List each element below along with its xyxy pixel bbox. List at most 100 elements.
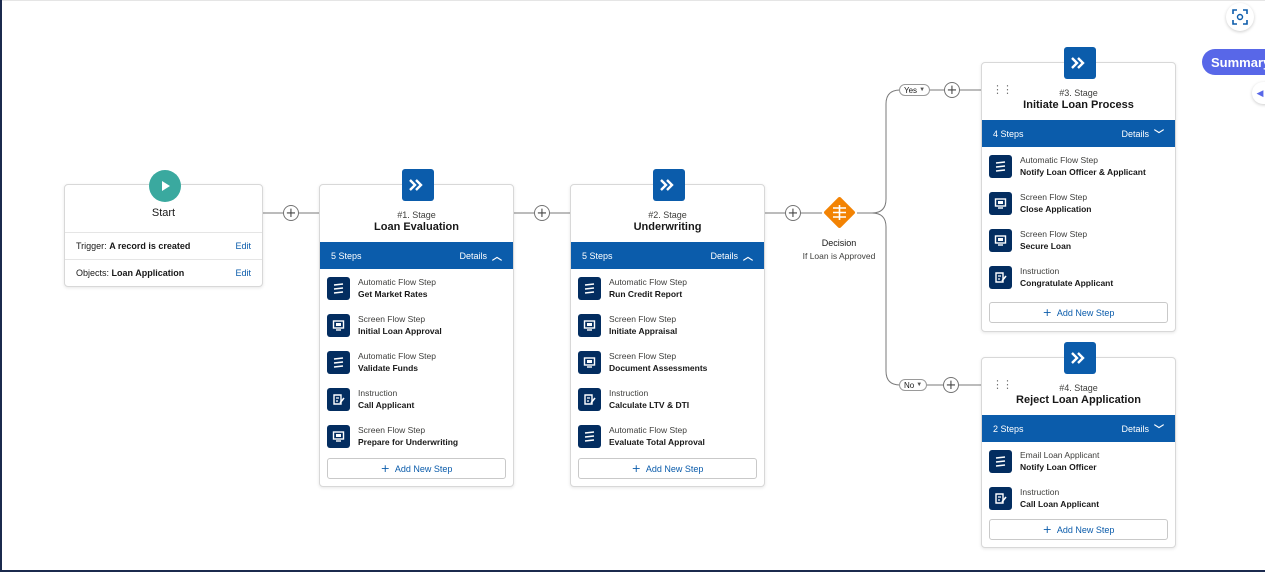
instruction-icon bbox=[989, 486, 1012, 510]
step-type: Automatic Flow Step bbox=[609, 277, 687, 287]
steps-bar: 2 Steps Details﹀ bbox=[982, 415, 1175, 442]
trigger-label: Trigger: bbox=[76, 241, 107, 251]
add-step-label: Add New Step bbox=[645, 463, 704, 474]
objects-row: Objects: Loan Application Edit bbox=[65, 259, 262, 286]
objects-label: Objects: bbox=[76, 268, 110, 278]
step-name: Notify Loan Officer & Applicant bbox=[1020, 167, 1146, 177]
add-element-button[interactable]: + bbox=[283, 205, 299, 221]
stage-icon bbox=[653, 169, 685, 201]
plus-icon: + bbox=[1042, 306, 1052, 319]
add-new-step-button[interactable]: + Add New Step bbox=[989, 302, 1168, 323]
details-toggle[interactable]: Details﹀ bbox=[1121, 126, 1164, 142]
add-element-button[interactable]: + bbox=[944, 82, 960, 98]
screen-flow-icon bbox=[989, 228, 1012, 252]
add-element-button[interactable]: + bbox=[943, 377, 959, 393]
decision-condition: If Loan is Approved bbox=[802, 251, 876, 261]
edit-objects-link[interactable]: Edit bbox=[235, 268, 251, 278]
add-step-label: Add New Step bbox=[1056, 307, 1115, 318]
screen-flow-icon bbox=[327, 424, 350, 448]
stage-number: #3. Stage bbox=[1059, 88, 1098, 98]
stage-card-2[interactable]: #2. Stage Underwriting 5 Steps Details︿ … bbox=[570, 169, 765, 487]
steps-bar: 4 Steps Details﹀ bbox=[982, 120, 1175, 147]
steps-count: 5 Steps bbox=[582, 250, 613, 261]
stage-title: Reject Loan Application bbox=[1016, 394, 1141, 406]
decision-icon[interactable] bbox=[822, 195, 857, 230]
summary-button[interactable]: Summary bbox=[1202, 49, 1265, 75]
step-name: Close Application bbox=[1020, 204, 1092, 214]
step-name: Evaluate Total Approval bbox=[609, 437, 705, 447]
steps-count: 5 Steps bbox=[331, 250, 362, 261]
step-type: Screen Flow Step bbox=[609, 351, 677, 361]
step-name: Congratulate Applicant bbox=[1020, 278, 1114, 288]
step-name: Call Loan Applicant bbox=[1020, 499, 1100, 509]
add-new-step-button[interactable]: +Add New Step bbox=[327, 458, 506, 479]
instruction-icon bbox=[578, 387, 601, 411]
stage-icon bbox=[1064, 342, 1096, 374]
step-name: Get Market Rates bbox=[358, 289, 428, 299]
add-new-step-button[interactable]: +Add New Step bbox=[578, 458, 757, 479]
left-border bbox=[0, 0, 2, 572]
stage-card-1[interactable]: #1. Stage Loan Evaluation 5 Steps Detail… bbox=[319, 169, 514, 487]
stage-card-4[interactable]: ⋮⋮ #4. Stage Reject Loan Application 2 S… bbox=[981, 342, 1176, 548]
trigger-value: A record is created bbox=[109, 241, 191, 251]
decision-label: Decision bbox=[821, 238, 857, 248]
step-type: Instruction bbox=[609, 388, 649, 398]
screen-flow-icon bbox=[327, 313, 350, 337]
steps-bar: 5 Steps Details︿ bbox=[320, 242, 513, 269]
stage-card-3[interactable]: ⋮⋮ #3. Stage Initiate Loan Process 4 Ste… bbox=[981, 47, 1176, 332]
step-name: Call Applicant bbox=[358, 400, 415, 410]
branch-yes-pill[interactable]: Yes▼ bbox=[899, 84, 931, 96]
branch-no-pill[interactable]: No▼ bbox=[899, 379, 928, 391]
step-type: Automatic Flow Step bbox=[358, 277, 436, 287]
add-step-label: Add New Step bbox=[1056, 524, 1115, 535]
step-name: Initiate Appraisal bbox=[609, 326, 678, 336]
automatic-flow-icon bbox=[327, 276, 350, 300]
automatic-flow-icon bbox=[989, 154, 1012, 178]
add-element-button[interactable]: + bbox=[785, 205, 801, 221]
top-border bbox=[0, 0, 1265, 1]
start-node[interactable]: Start Trigger: A record is created Edit … bbox=[64, 170, 263, 287]
branch-label: No bbox=[904, 380, 915, 390]
stage-icon bbox=[1064, 47, 1096, 79]
step-name: Validate Funds bbox=[358, 363, 418, 373]
step-name: Prepare for Underwriting bbox=[358, 437, 459, 447]
focus-frame-icon[interactable] bbox=[1226, 3, 1254, 31]
step-name: Run Credit Report bbox=[609, 289, 683, 299]
step-name: Document Assessments bbox=[609, 363, 708, 373]
details-toggle[interactable]: Details﹀ bbox=[1121, 421, 1164, 437]
stage-icon bbox=[402, 169, 434, 201]
step-type: Instruction bbox=[358, 388, 398, 398]
screen-flow-icon bbox=[578, 313, 601, 337]
details-toggle[interactable]: Details︿ bbox=[459, 248, 502, 264]
screen-flow-icon bbox=[578, 350, 601, 374]
drag-handle-icon[interactable]: ⋮⋮ bbox=[992, 84, 1013, 96]
objects-value: Loan Application bbox=[111, 268, 185, 278]
step-type: Instruction bbox=[1020, 487, 1060, 497]
edit-trigger-link[interactable]: Edit bbox=[235, 241, 251, 251]
trigger-row: Trigger: A record is created Edit bbox=[65, 232, 262, 259]
add-step-label: Add New Step bbox=[394, 463, 453, 474]
details-toggle[interactable]: Details︿ bbox=[710, 248, 753, 264]
panel-toggle-icon[interactable]: ◀ bbox=[1252, 82, 1265, 104]
step-name: Secure Loan bbox=[1020, 241, 1072, 251]
details-label: Details bbox=[1121, 423, 1149, 434]
add-element-button[interactable]: + bbox=[534, 205, 550, 221]
drag-handle-icon[interactable]: ⋮⋮ bbox=[992, 379, 1013, 391]
add-new-step-button[interactable]: +Add New Step bbox=[989, 519, 1168, 540]
